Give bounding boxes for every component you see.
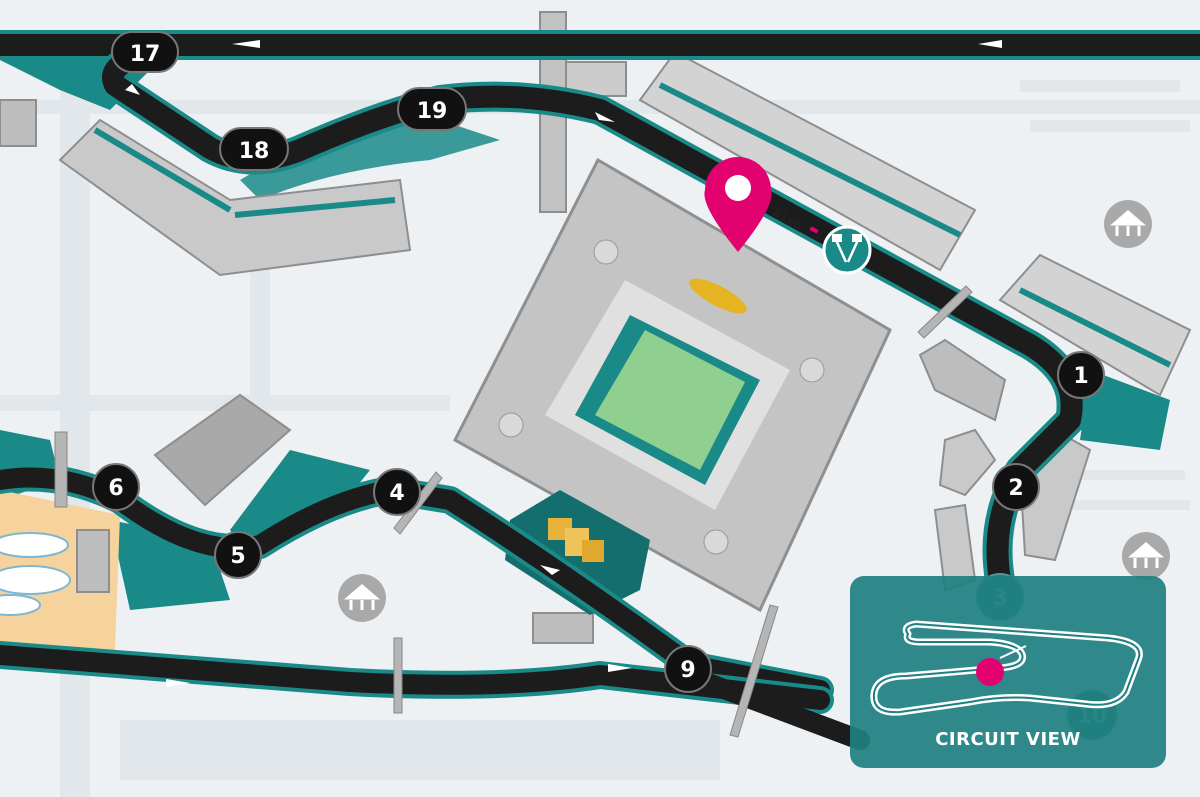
turn-number: 17 — [130, 42, 161, 67]
turn-marker-2[interactable]: 2 — [992, 463, 1040, 511]
podium-icon[interactable] — [505, 490, 650, 615]
turn-marker-19[interactable]: 19 — [397, 87, 467, 131]
turn-marker-6[interactable]: 6 — [92, 463, 140, 511]
turn-number: 18 — [239, 139, 270, 164]
turn-marker-18[interactable]: 18 — [219, 127, 289, 171]
circuit-outline-icon — [870, 620, 1143, 716]
finish-line — [809, 226, 819, 234]
turn-marker-1[interactable]: 1 — [1057, 351, 1105, 399]
turn-number: 1 — [1073, 364, 1088, 389]
grandstand-icon[interactable] — [338, 574, 386, 622]
turn-marker-9[interactable]: 9 — [664, 645, 712, 693]
turn-number: 4 — [389, 481, 404, 506]
location-pin-icon[interactable] — [704, 157, 772, 252]
turn-number: 5 — [230, 544, 245, 569]
checkered-flags-icon[interactable] — [822, 225, 872, 275]
bridges — [54, 285, 973, 738]
turn-number: 2 — [1008, 476, 1023, 501]
grandstand-icon[interactable] — [1104, 200, 1152, 248]
grandstand-seats — [93, 82, 1172, 368]
turn-number: 9 — [680, 658, 695, 683]
turn-number: 19 — [417, 99, 448, 124]
current-location-dot — [976, 658, 1004, 686]
boats — [0, 532, 71, 616]
direction-arrow-icon — [125, 40, 1002, 687]
turn-marker-5[interactable]: 5 — [214, 531, 262, 579]
circuit-view-label: CIRCUIT VIEW — [935, 729, 1081, 750]
turn-number: 6 — [108, 476, 123, 501]
grandstand-icon[interactable] — [1122, 532, 1170, 580]
turn-marker-17[interactable]: 17 — [111, 31, 179, 73]
turn-marker-4[interactable]: 4 — [373, 468, 421, 516]
circuit-view-button[interactable]: CIRCUIT VIEW — [850, 576, 1166, 768]
